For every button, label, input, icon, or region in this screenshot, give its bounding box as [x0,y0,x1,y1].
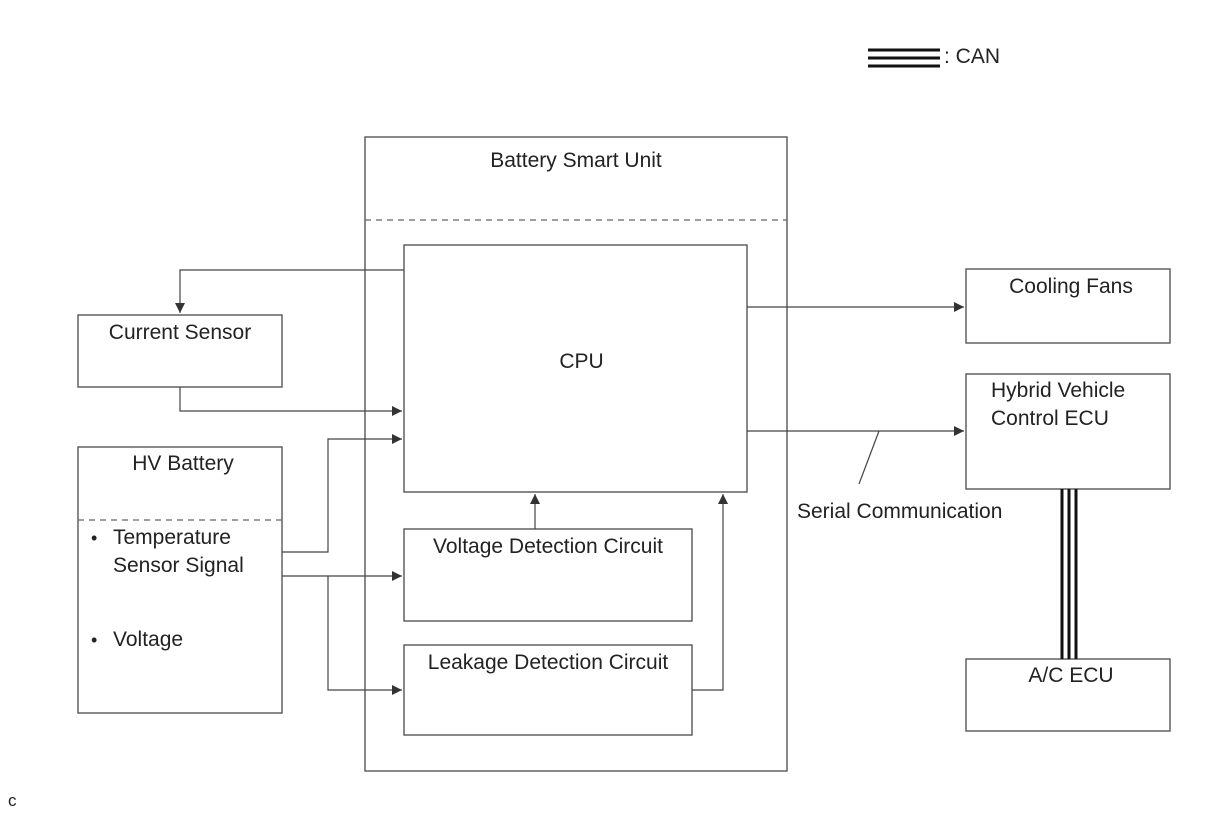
hybrid-ecu-box [965,373,1171,490]
arrow-leakage-detection-to-cpu [692,494,728,691]
hv-battery-item-temperature-text: Temperature Sensor Signal [113,526,244,577]
cooling-fans-label: Cooling Fans [1009,275,1133,298]
serial-communication-leader [858,430,880,485]
serial-communication-label: Serial Communication [797,500,1003,523]
cooling-fans-box [965,268,1171,344]
can-bus-line [1060,489,1078,659]
arrow-cpu-to-current-sensor [175,269,404,313]
can-legend-label: : CAN [944,45,1001,68]
hybrid-ecu-label-line1: Hybrid Vehicle [991,379,1126,402]
ac-ecu-box [965,658,1171,732]
arrow-current-sensor-to-cpu [179,387,402,416]
hv-battery-item-voltage: Voltage [91,626,184,654]
hv-battery-title: HV Battery [132,452,234,475]
can-legend-symbol [868,48,940,68]
arrow-to-leakage-detection [327,576,402,695]
voltage-detection-box [403,528,693,622]
corner-mark: c [8,791,17,810]
leakage-detection-label: Leakage Detection Circuit [427,651,669,674]
arrow-temperature-to-cpu [282,434,402,553]
hv-battery-item-voltage-text: Voltage [113,628,184,651]
battery-smart-unit-title: Battery Smart Unit [490,149,662,172]
cpu-label: CPU [559,350,604,373]
hv-battery-item-temperature: Temperature Sensor Signal [91,524,244,580]
hv-battery-box [77,446,283,714]
leakage-detection-box [403,644,693,736]
current-sensor-label: Current Sensor [108,321,252,344]
voltage-detection-label: Voltage Detection Circuit [433,535,663,558]
current-sensor-box [77,314,283,388]
hybrid-ecu-label-line2: Control ECU [991,407,1109,430]
ac-ecu-label: A/C ECU [1028,664,1114,687]
cpu-box [403,244,748,493]
